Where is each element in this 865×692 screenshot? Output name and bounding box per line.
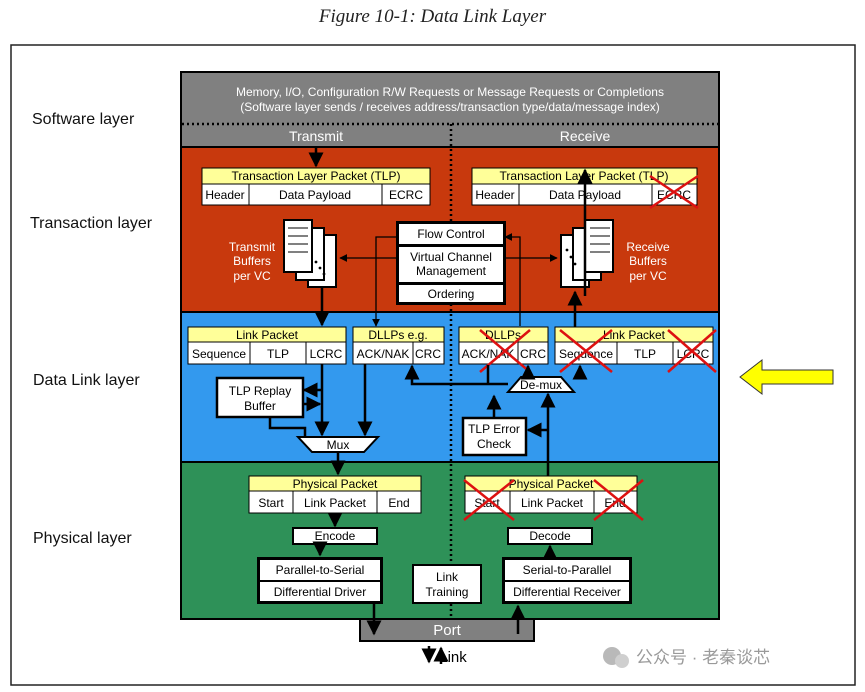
transaction-layer-label: Transaction layer (30, 215, 153, 232)
decode-label: Decode (529, 529, 571, 543)
tx-tlp-header: Header (205, 188, 244, 202)
rx-buffers-line-2: Buffers (629, 254, 667, 268)
link-label: Link (439, 649, 467, 666)
ordering-box (399, 285, 503, 302)
error-check-line-2: Check (477, 437, 512, 451)
tx-dllp-crc: CRC (415, 347, 441, 361)
error-check-box (461, 416, 528, 457)
datalink-layer-label: Data Link layer (33, 372, 140, 389)
tx-link-title: Link Packet (236, 328, 299, 342)
receiver-label: Differential Receiver (513, 585, 621, 599)
datalink-pointer-arrow-icon (739, 358, 834, 396)
replay-buffer-line-2: Buffer (244, 399, 276, 413)
rx-dllp-crc-box (517, 341, 549, 365)
ordering-label: Ordering (428, 287, 475, 301)
vcm-box (399, 247, 503, 282)
rx-lcrc-cross-icon (667, 329, 717, 373)
tx-dllp-title: DLLPs e.g. (368, 328, 427, 342)
decode-box (507, 527, 593, 545)
tx-dllp-acknak: ACK/NAK (357, 347, 410, 361)
wechat-logo-icon (603, 647, 629, 668)
mux-shape (295, 436, 381, 453)
flow-control-label: Flow Control (417, 227, 484, 241)
rx-tlp-header: Header (475, 188, 514, 202)
port-box (359, 618, 535, 642)
tx-phys-end-box (376, 490, 422, 514)
rx-link-seq: Sequence (559, 347, 613, 361)
tx-buffers-line-2: Buffers (233, 254, 271, 268)
link-training-box (412, 564, 482, 604)
link-training-line-1: Link (436, 570, 459, 584)
rx-phys-lp: Link Packet (521, 496, 584, 510)
link-training-line-2: Training (426, 585, 469, 599)
vcm-label-2: Management (416, 264, 487, 278)
port-label: Port (433, 622, 461, 639)
s2p-label: Serial-to-Parallel (523, 563, 612, 577)
vcm-label-1: Virtual Channel (410, 250, 492, 264)
encode-box (292, 527, 378, 545)
software-line-1: Memory, I/O, Configuration R/W Requests … (236, 85, 664, 99)
rx-seq-cross-icon (559, 329, 613, 373)
software-layer-label: Software layer (32, 111, 135, 128)
rx-dllp-acknak: ACK/NAK (462, 347, 515, 361)
rx-phys-title: Physical Packet (509, 477, 594, 491)
encode-label: Encode (315, 529, 356, 543)
tx-link-seq: Sequence (192, 347, 246, 361)
tx-phys-lp: Link Packet (304, 496, 367, 510)
rx-buffers-line-3: per VC (629, 269, 667, 283)
tx-link-tlp: TLP (267, 347, 289, 361)
driver-box (260, 582, 380, 601)
transmit-label: Transmit (289, 128, 343, 144)
tx-phys-title: Physical Packet (293, 477, 378, 491)
s2p-box (505, 560, 629, 580)
replay-buffer-box (215, 376, 305, 419)
tx-link-lcrc-box (305, 341, 347, 365)
watermark-text: 公众号 · 老秦谈芯 (636, 648, 770, 667)
flow-arrows (268, 147, 593, 664)
driver-label: Differential Driver (274, 585, 366, 599)
tx-tlp-ecrc: ECRC (389, 188, 423, 202)
control-lines (339, 233, 558, 327)
rx-dllp-crc: CRC (520, 347, 546, 361)
rx-end-cross-icon (593, 479, 644, 521)
rx-start-cross-icon (463, 479, 515, 521)
tx-buffers-line-3: per VC (233, 269, 271, 283)
tx-tlp-ecrc-box (381, 183, 431, 206)
tx-phys-start: Start (258, 496, 284, 510)
figure-caption: Figure 10-1: Data Link Layer (318, 6, 547, 27)
receive-label: Receive (560, 128, 611, 144)
physical-layer-label: Physical layer (33, 530, 132, 547)
rx-buffers-line-1: Receive (626, 240, 670, 254)
software-line-2: (Software layer sends / receives address… (240, 100, 660, 114)
replay-buffer-line-1: TLP Replay (229, 384, 291, 398)
demux-shape (505, 376, 577, 393)
rx-ecrc-cross-icon (649, 174, 699, 210)
tx-tlp-title: Transaction Layer Packet (TLP) (232, 169, 401, 183)
error-check-line-1: TLP Error (468, 422, 520, 436)
tx-buffers-line-1: Transmit (229, 240, 276, 254)
demux-label: De-mux (520, 378, 562, 392)
p2s-label: Parallel-to-Serial (276, 563, 365, 577)
tx-link-lcrc: LCRC (310, 347, 343, 361)
tx-tlp-payload: Data Payload (279, 188, 351, 202)
receiver-box (505, 582, 629, 601)
tx-buffers-icon (283, 219, 337, 288)
p2s-box (260, 560, 380, 580)
flow-control-box (399, 224, 503, 244)
rx-link-tlp: TLP (634, 347, 656, 361)
rx-link-title: Link Packet (603, 328, 666, 342)
mux-label: Mux (327, 438, 350, 452)
tx-dllp-crc-box (412, 341, 445, 365)
rx-dllp-title: DLLPs (485, 328, 521, 342)
tx-phys-end: End (388, 496, 409, 510)
